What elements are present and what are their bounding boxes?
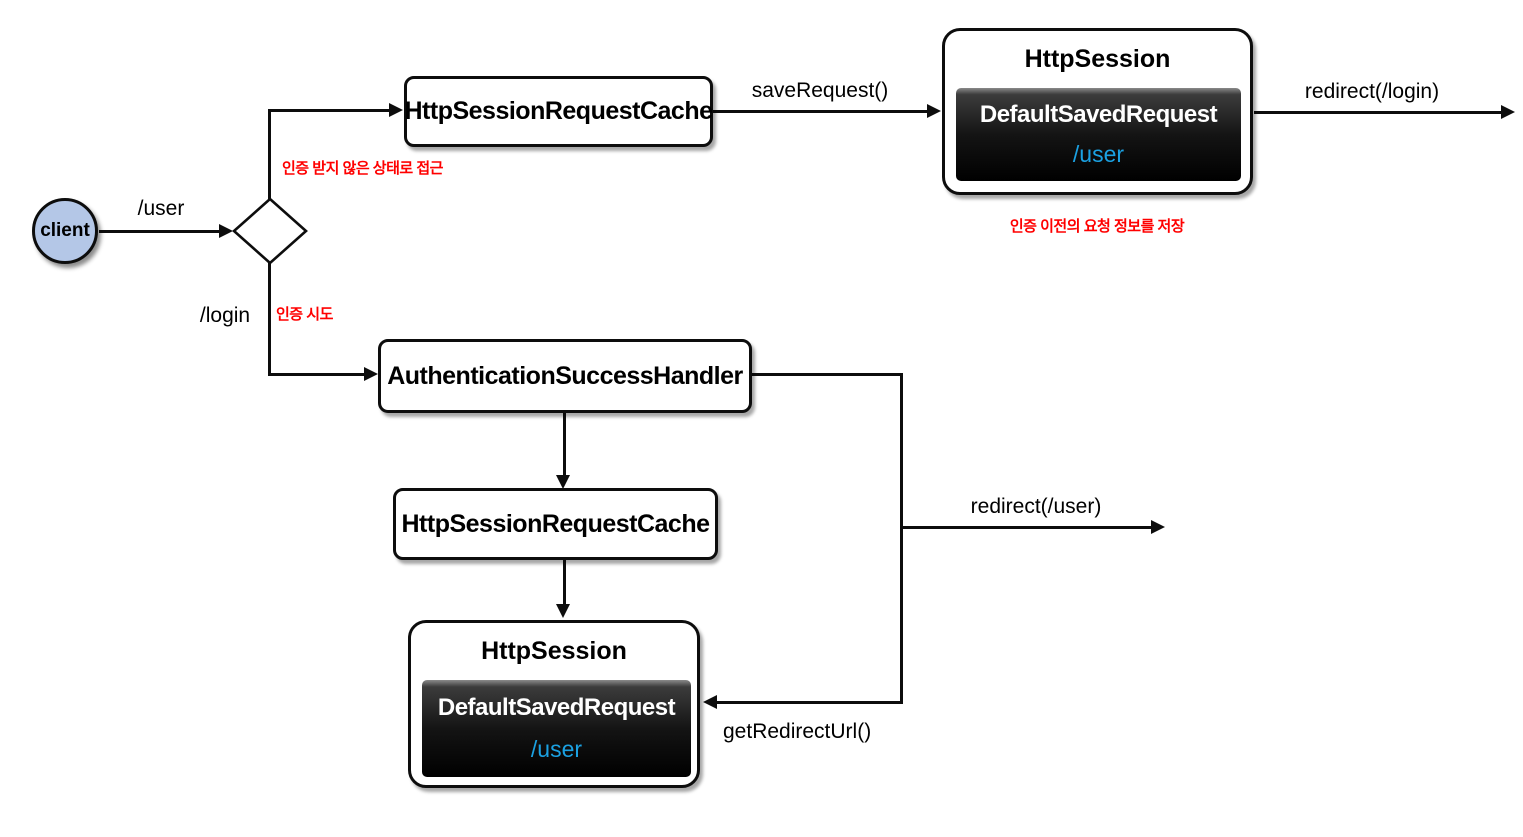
redirect-login-label: redirect(/login) [1304,80,1440,103]
request-cache-bottom-node: HttpSessionRequestCache [393,488,718,560]
client-label: client [40,220,90,241]
arrowhead-get-redirect-url [703,695,717,709]
saved-request-top-value: /user [1072,141,1125,168]
edge-redirect-user-line [901,526,1153,529]
save-request-label: saveRequest() [751,79,889,102]
http-session-bottom-node: HttpSession DefaultSavedRequest /user [408,620,700,788]
arrowhead-client-to-decision [219,224,233,238]
edge-decision-down-line [268,263,271,375]
decision-diamond [232,197,308,265]
default-saved-request-bottom-node: DefaultSavedRequest /user [422,680,691,777]
request-cache-bottom-label: HttpSessionRequestCache [401,509,710,538]
edge-to-request-cache-top-line [268,109,390,112]
arrowhead-handler-to-cache [556,475,570,489]
redirect-user-label: redirect(/user) [970,495,1102,518]
http-session-top-title: HttpSession [1024,45,1171,73]
edge-to-success-handler-line [268,373,365,376]
edge-redirect-login-line [1254,111,1502,114]
edge-decision-up-line [268,111,271,199]
http-session-bottom-title: HttpSession [481,637,627,665]
client-node: client [32,198,98,264]
arrowhead-redirect-login [1501,105,1515,119]
user-path-label: /user [137,197,185,220]
auth-success-handler-node: AuthenticationSuccessHandler [378,339,752,413]
saved-request-bottom-value: /user [530,736,583,762]
edge-cache-to-session-line [563,560,566,606]
arrowhead-to-request-cache-top [389,103,403,117]
edge-save-request-line [713,110,929,113]
annotation-stores-request-info: 인증 이전의 요청 정보를 저장 [1009,218,1185,235]
request-cache-top-node: HttpSessionRequestCache [404,76,713,147]
auth-success-handler-label: AuthenticationSuccessHandler [387,361,743,390]
arrowhead-to-success-handler [364,367,378,381]
edge-handler-right-line [752,373,903,376]
edge-client-to-decision-line [99,230,221,233]
login-path-label: /login [199,304,251,327]
edge-right-vertical-line [900,373,903,703]
default-saved-request-top-node: DefaultSavedRequest /user [956,88,1241,181]
arrowhead-save-request [927,104,941,118]
annotation-unauthenticated-access: 인증 받지 않은 상태로 접근 [282,160,443,177]
arrowhead-redirect-user [1151,520,1165,534]
get-redirect-url-label: getRedirectUrl() [723,720,872,743]
http-session-top-node: HttpSession DefaultSavedRequest /user [942,28,1253,195]
arrowhead-cache-to-session [556,604,570,618]
request-cache-top-label: HttpSessionRequestCache [404,97,713,125]
annotation-auth-attempt: 인증 시도 [276,306,333,323]
default-saved-request-top-label: DefaultSavedRequest [979,100,1218,128]
default-saved-request-bottom-label: DefaultSavedRequest [437,694,676,721]
edge-handler-to-cache-line [563,413,566,477]
edge-get-redirect-url-line [716,701,903,704]
